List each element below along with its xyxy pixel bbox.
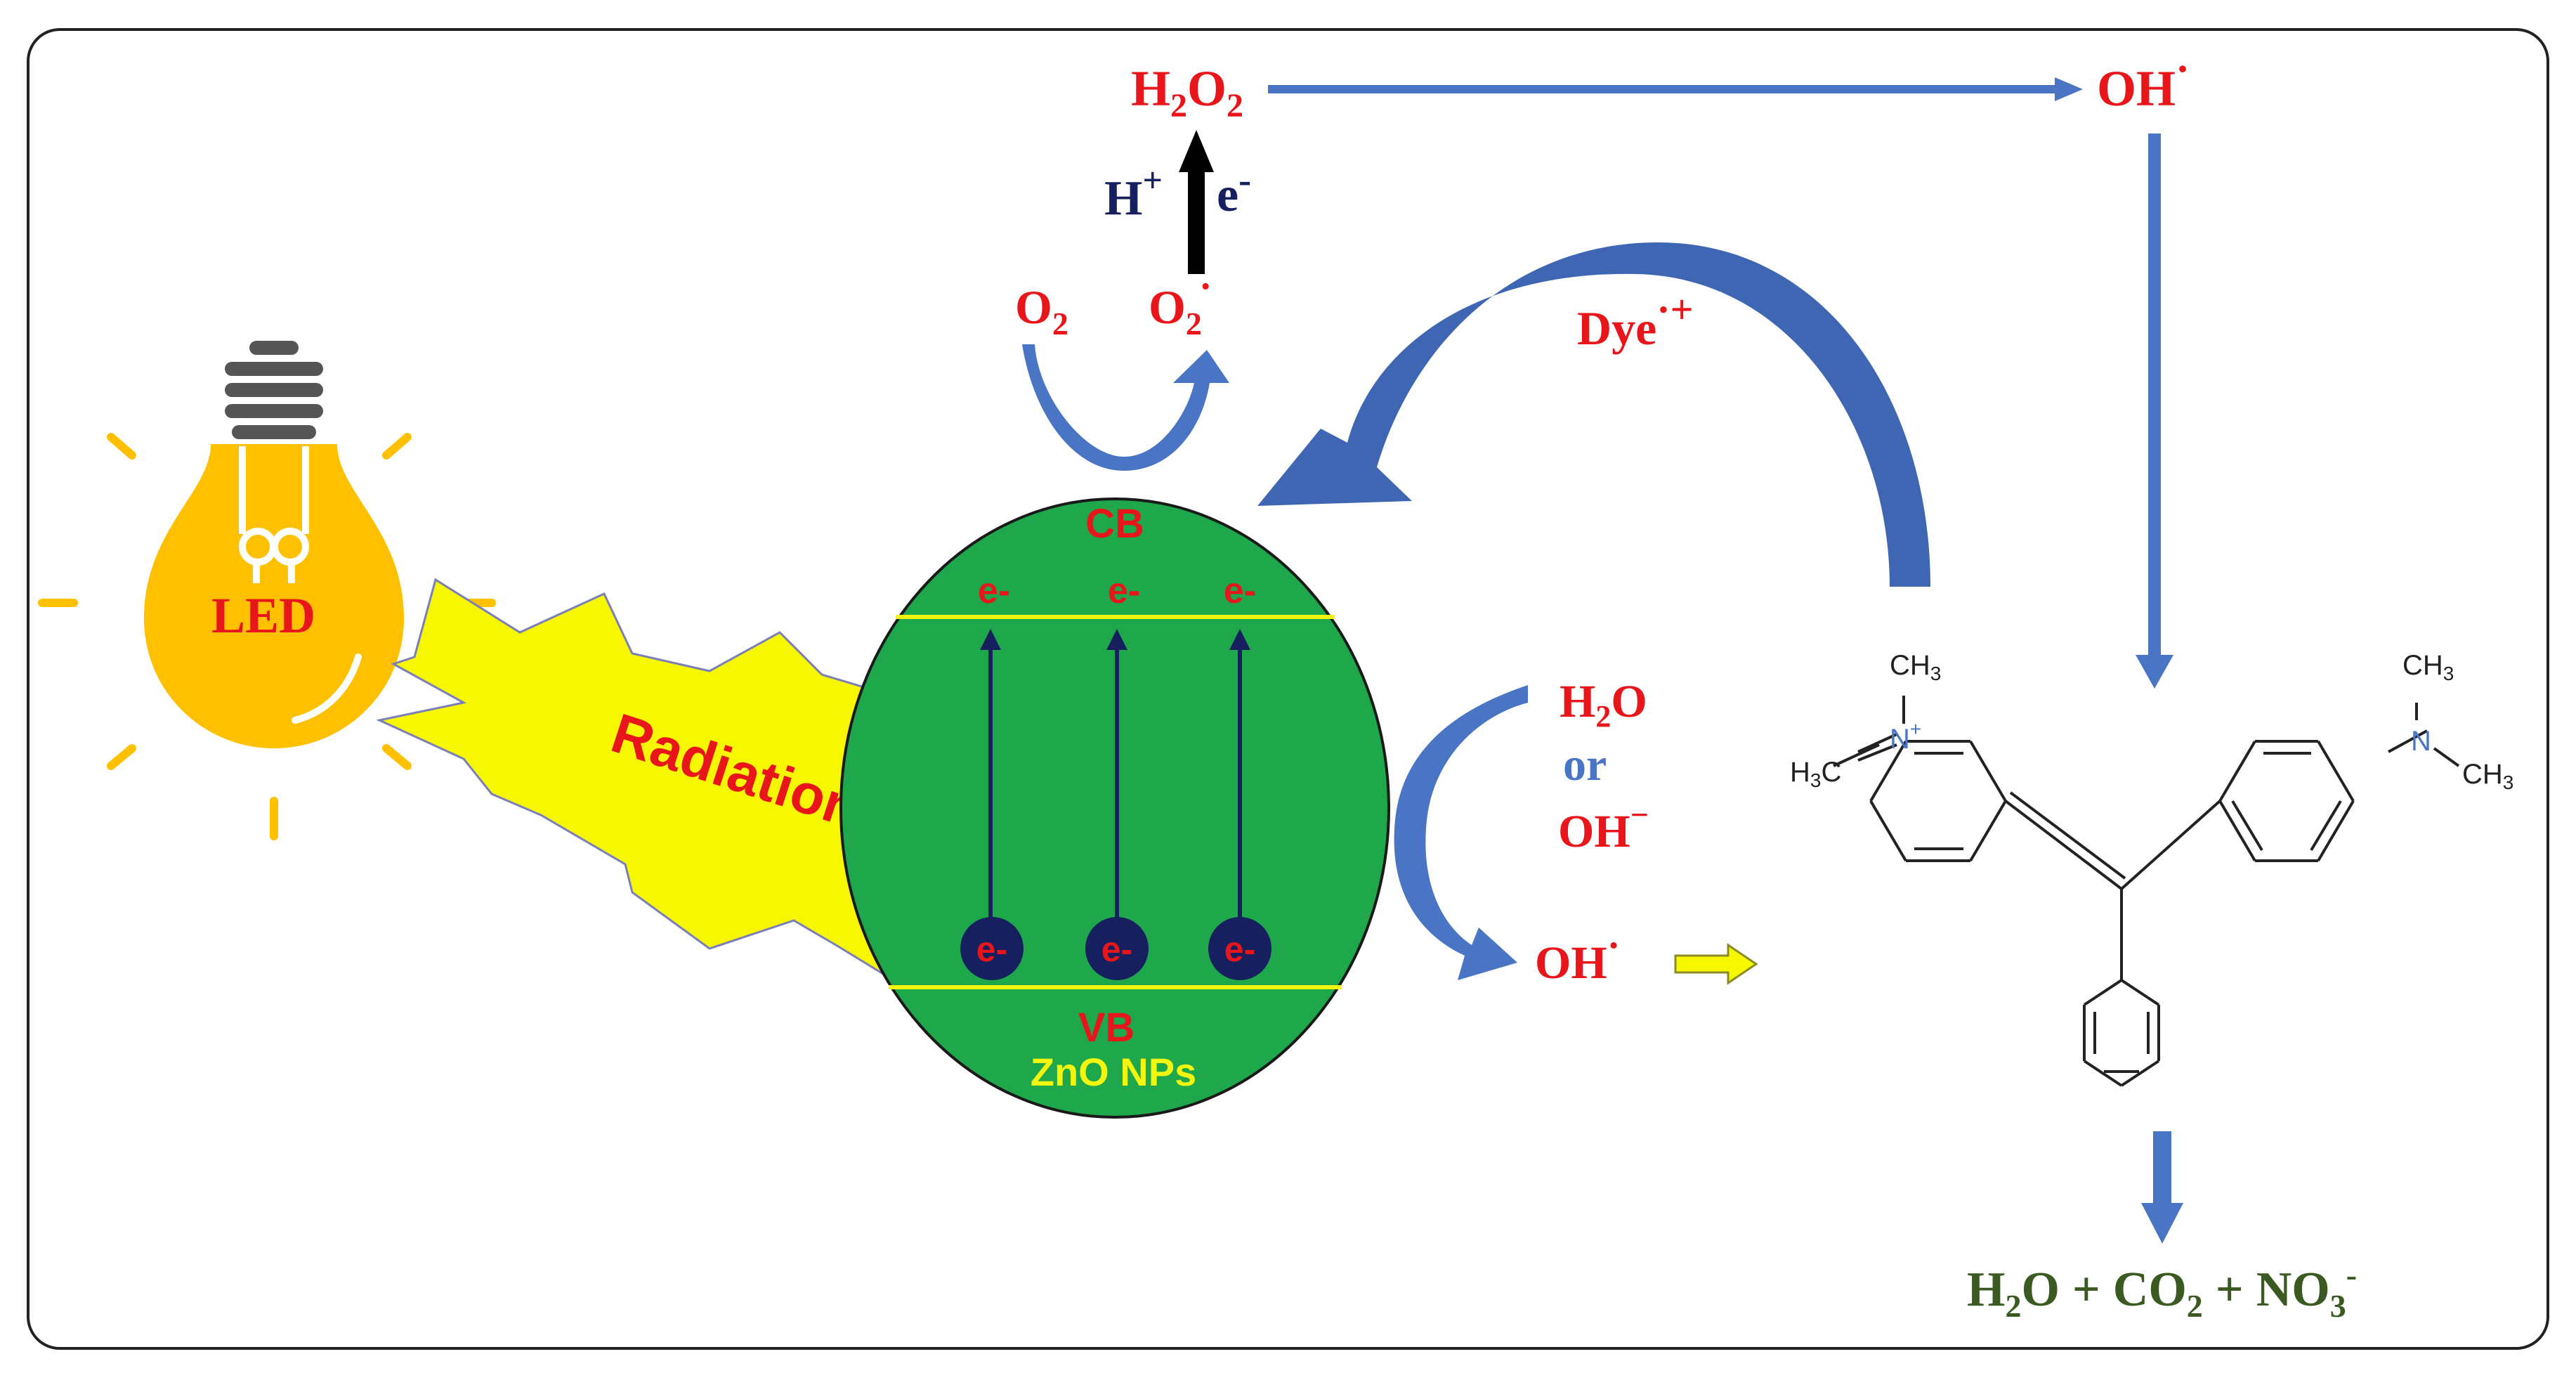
n-plus-label: N+ <box>1890 718 1921 755</box>
cb-label: CB <box>1085 501 1144 547</box>
ch3-top-right: CH3 <box>2402 650 2454 684</box>
o2-conversion-arrow-icon <box>1022 344 1229 471</box>
vb-electron-circle-1 <box>960 917 1024 980</box>
or-label: or <box>1563 739 1607 790</box>
ch3-right: CH3 <box>2462 759 2513 793</box>
cb-electron-1: e- <box>978 571 1010 611</box>
h2o2-to-oh-arrow-icon <box>1268 77 2083 101</box>
vb-electron-3: e- <box>1224 930 1255 969</box>
dye-molecule-structure <box>1833 696 2355 1087</box>
oh-radical-top-label: OH· <box>2097 46 2190 117</box>
hole-oxidation-arrow-icon <box>1394 685 1528 980</box>
cb-electron-3: e- <box>1224 571 1256 611</box>
vb-electron-circle-2 <box>1085 917 1149 980</box>
products-label: H2O+CO2+NO3- <box>1967 1257 2357 1324</box>
up-arrow-icon <box>1179 130 1214 274</box>
dye-cation-label: Dye·+ <box>1577 287 1694 355</box>
o2-label: O2 <box>1015 280 1068 341</box>
h3c-left: H3C <box>1790 757 1841 791</box>
oh-radical-bottom-label: OH· <box>1535 924 1620 989</box>
led-label: LED <box>211 587 315 644</box>
dye-molecule-substituent-bonds <box>2388 703 2460 767</box>
vb-electron-circle-3 <box>1208 917 1271 980</box>
vb-electron-2: e- <box>1101 930 1132 969</box>
oh-to-dye-arrow-icon <box>2136 134 2173 689</box>
h2o2-label: H2O2 <box>1131 60 1243 124</box>
led-bulb-icon <box>38 341 496 840</box>
vb-electron-1: e- <box>976 930 1007 969</box>
e-minus-label: e- <box>1217 159 1251 222</box>
oh-minus-label: OH− <box>1558 797 1649 857</box>
dye-cation-arrow-icon <box>1257 242 1930 587</box>
h-plus-label: H+ <box>1104 160 1163 226</box>
n-right-label: N <box>2411 726 2431 757</box>
cb-electron-2: e- <box>1108 571 1140 611</box>
vb-label: VB <box>1078 1005 1135 1050</box>
excitation-arrows <box>980 629 1250 920</box>
o2-radical-label: O2· <box>1149 265 1212 341</box>
degradation-arrow-icon <box>2141 1131 2183 1244</box>
oh-to-dye-small-arrow-icon <box>1674 943 1758 985</box>
zno-label: ZnO NPs <box>1031 1050 1196 1094</box>
h2o-label: H2O <box>1560 676 1647 734</box>
ch3-top-left: CH3 <box>1890 650 1941 684</box>
